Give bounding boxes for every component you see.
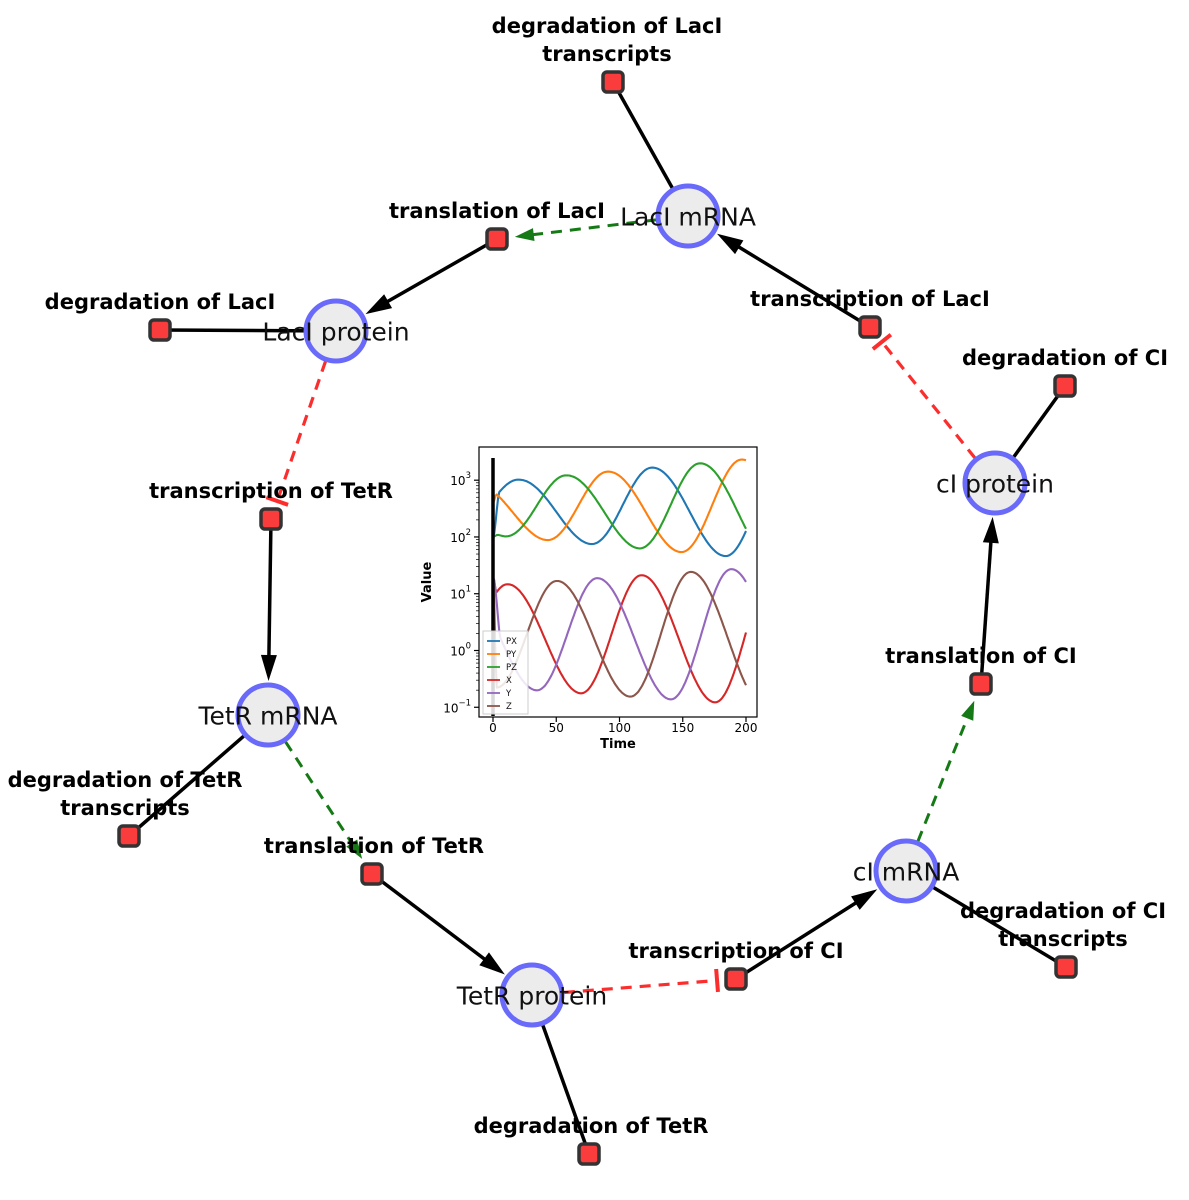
edge-laci-protein-to-transcription-tetr [275,360,328,502]
edge-translation-laci-to-laci-protein [373,237,498,311]
x-axis-title: Time [600,737,636,752]
y-tick-label: 10−1 [443,698,471,715]
edge-transcription-tetr-to-tetr-mrna [266,518,273,672]
species-node-tetr-protein [499,962,565,1028]
reaction-label-transcription-laci-line0: transcription of LacI [750,287,990,311]
reaction-node-deg-laci [148,318,172,342]
reaction-node-transcription-ci [724,967,748,991]
species-label-laci-protein: LacI protein [262,318,409,347]
edge-ci-protein-to-transcription-laci [880,340,977,460]
reaction-node-deg-tetr [577,1142,601,1166]
legend-label-PZ: PZ [506,663,517,673]
reaction-label-deg-tetr-line0: degradation of TetR [474,1114,709,1138]
x-tick-label: 150 [671,721,694,735]
curve-Y [492,568,747,701]
edge-ci-protein-to-transcription-laci-tbar [871,333,893,351]
edge-ci-mrna-to-translation-ci-arrowhead [961,700,975,721]
reaction-node-translation-laci [485,227,509,251]
nodes [117,70,1078,1166]
x-tick-label: 200 [735,721,758,735]
species-node-ci-mrna [873,838,939,904]
reaction-node-deg-ci [1053,374,1077,398]
legend-label-PX: PX [506,637,517,647]
reaction-label-deg-ci-transcripts-line0: degradation of CI [960,899,1166,923]
reaction-label-transcription-tetr-line0: transcription of TetR [149,479,393,503]
edge-laci-protein-to-transcription-tetr-tbar [265,495,289,507]
reaction-node-deg-ci-transcripts [1054,955,1078,979]
species-node-tetr-mrna [235,682,301,748]
x-tick-label: 100 [608,721,631,735]
species-node-ci-protein [962,450,1028,516]
edge-tetr-mrna-to-translation-tetr [284,740,356,849]
reaction-node-transcription-laci [858,315,882,339]
edge-translation-ci-to-ci-protein-arrowhead [982,516,999,544]
curve-Z [491,570,747,698]
species-node-laci-protein [303,298,369,364]
labels: degradation of LacI transcripts translatio… [8,14,1168,1138]
curve-X [491,574,748,704]
reaction-label-deg-laci-transcripts-line0: degradation of LacI [492,14,723,38]
reaction-label-translation-tetr-line0: translation of TetR [264,834,484,858]
edge-tetr-mrna-to-translation-tetr-arrowhead [346,839,363,859]
species-label-tetr-mrna: TetR mRNA [197,702,337,731]
edge-laci-mrna-to-translation-laci [528,218,657,237]
reaction-label-deg-laci-line0: degradation of LacI [45,290,276,314]
reaction-node-translation-tetr [360,862,384,886]
reaction-label-translation-laci-line0: translation of LacI [389,199,605,223]
reaction-node-deg-tetr-transcripts [117,824,141,848]
reaction-node-translation-ci [969,672,993,696]
y-tick-label: 100 [450,642,471,659]
x-tick-label: 50 [549,721,564,735]
reaction-label-deg-ci-line0: degradation of CI [962,346,1168,370]
reaction-label-transcription-ci-line0: transcription of CI [628,939,843,963]
reaction-node-transcription-tetr [259,507,283,531]
edge-transcription-ci-to-ci-mrna-arrowhead [851,889,878,910]
reaction-label-deg-laci-transcripts-line1: transcripts [542,42,672,66]
curve-PY [492,458,747,554]
y-tick-label: 101 [450,585,471,602]
edge-translation-ci-to-ci-protein [979,526,994,685]
edge-tetr-protein-to-transcription-ci-tbar [714,968,720,993]
y-axis-title: Value [420,561,435,602]
legend-label-Y: Y [505,689,512,699]
species-label-ci-mrna: cI mRNA [853,858,960,887]
curve-PZ [492,462,747,550]
edge-transcription-tetr-to-tetr-mrna-arrowhead [260,654,277,682]
edge-translation-laci-to-laci-protein-arrowhead [365,294,393,315]
legend-label-PY: PY [506,650,517,660]
legend-box [482,630,529,715]
y-tick-label: 102 [450,528,471,545]
edge-tetr-protein-to-transcription-ci [563,978,718,995]
edge-transcription-ci-to-ci-mrna [735,893,870,981]
edge-transcription-laci-to-laci-mrna-arrowhead [717,233,744,255]
edge-ci-mrna-to-translation-ci [916,713,971,842]
species-label-tetr-protein: TetR protein [456,982,607,1011]
reaction-label-translation-ci-line0: translation of CI [885,644,1076,668]
reaction-node-deg-laci-transcripts [601,70,625,94]
reaction-label-deg-tetr-transcripts-line1: transcripts [60,796,190,820]
species-label-ci-protein: cI protein [936,470,1054,499]
y-tick-label: 103 [450,471,471,488]
edge-laci-mrna-to-translation-laci-arrowhead [514,228,535,242]
legend-label-Z: Z [506,702,512,712]
curve-PX [492,466,747,558]
x-tick-label: 0 [489,721,497,735]
legend-label-X: X [506,676,512,686]
edge-translation-tetr-to-tetr-protein-arrowhead [479,952,505,975]
reaction-label-deg-ci-transcripts-line1: transcripts [998,927,1128,951]
edge-transcription-laci-to-laci-mrna [724,237,871,329]
edge-translation-tetr-to-tetr-protein [370,872,498,970]
species-node-laci-mrna [655,183,721,249]
species-label-laci-mrna: LacI mRNA [620,203,756,232]
reaction-label-deg-tetr-transcripts-line0: degradation of TetR [8,768,243,792]
